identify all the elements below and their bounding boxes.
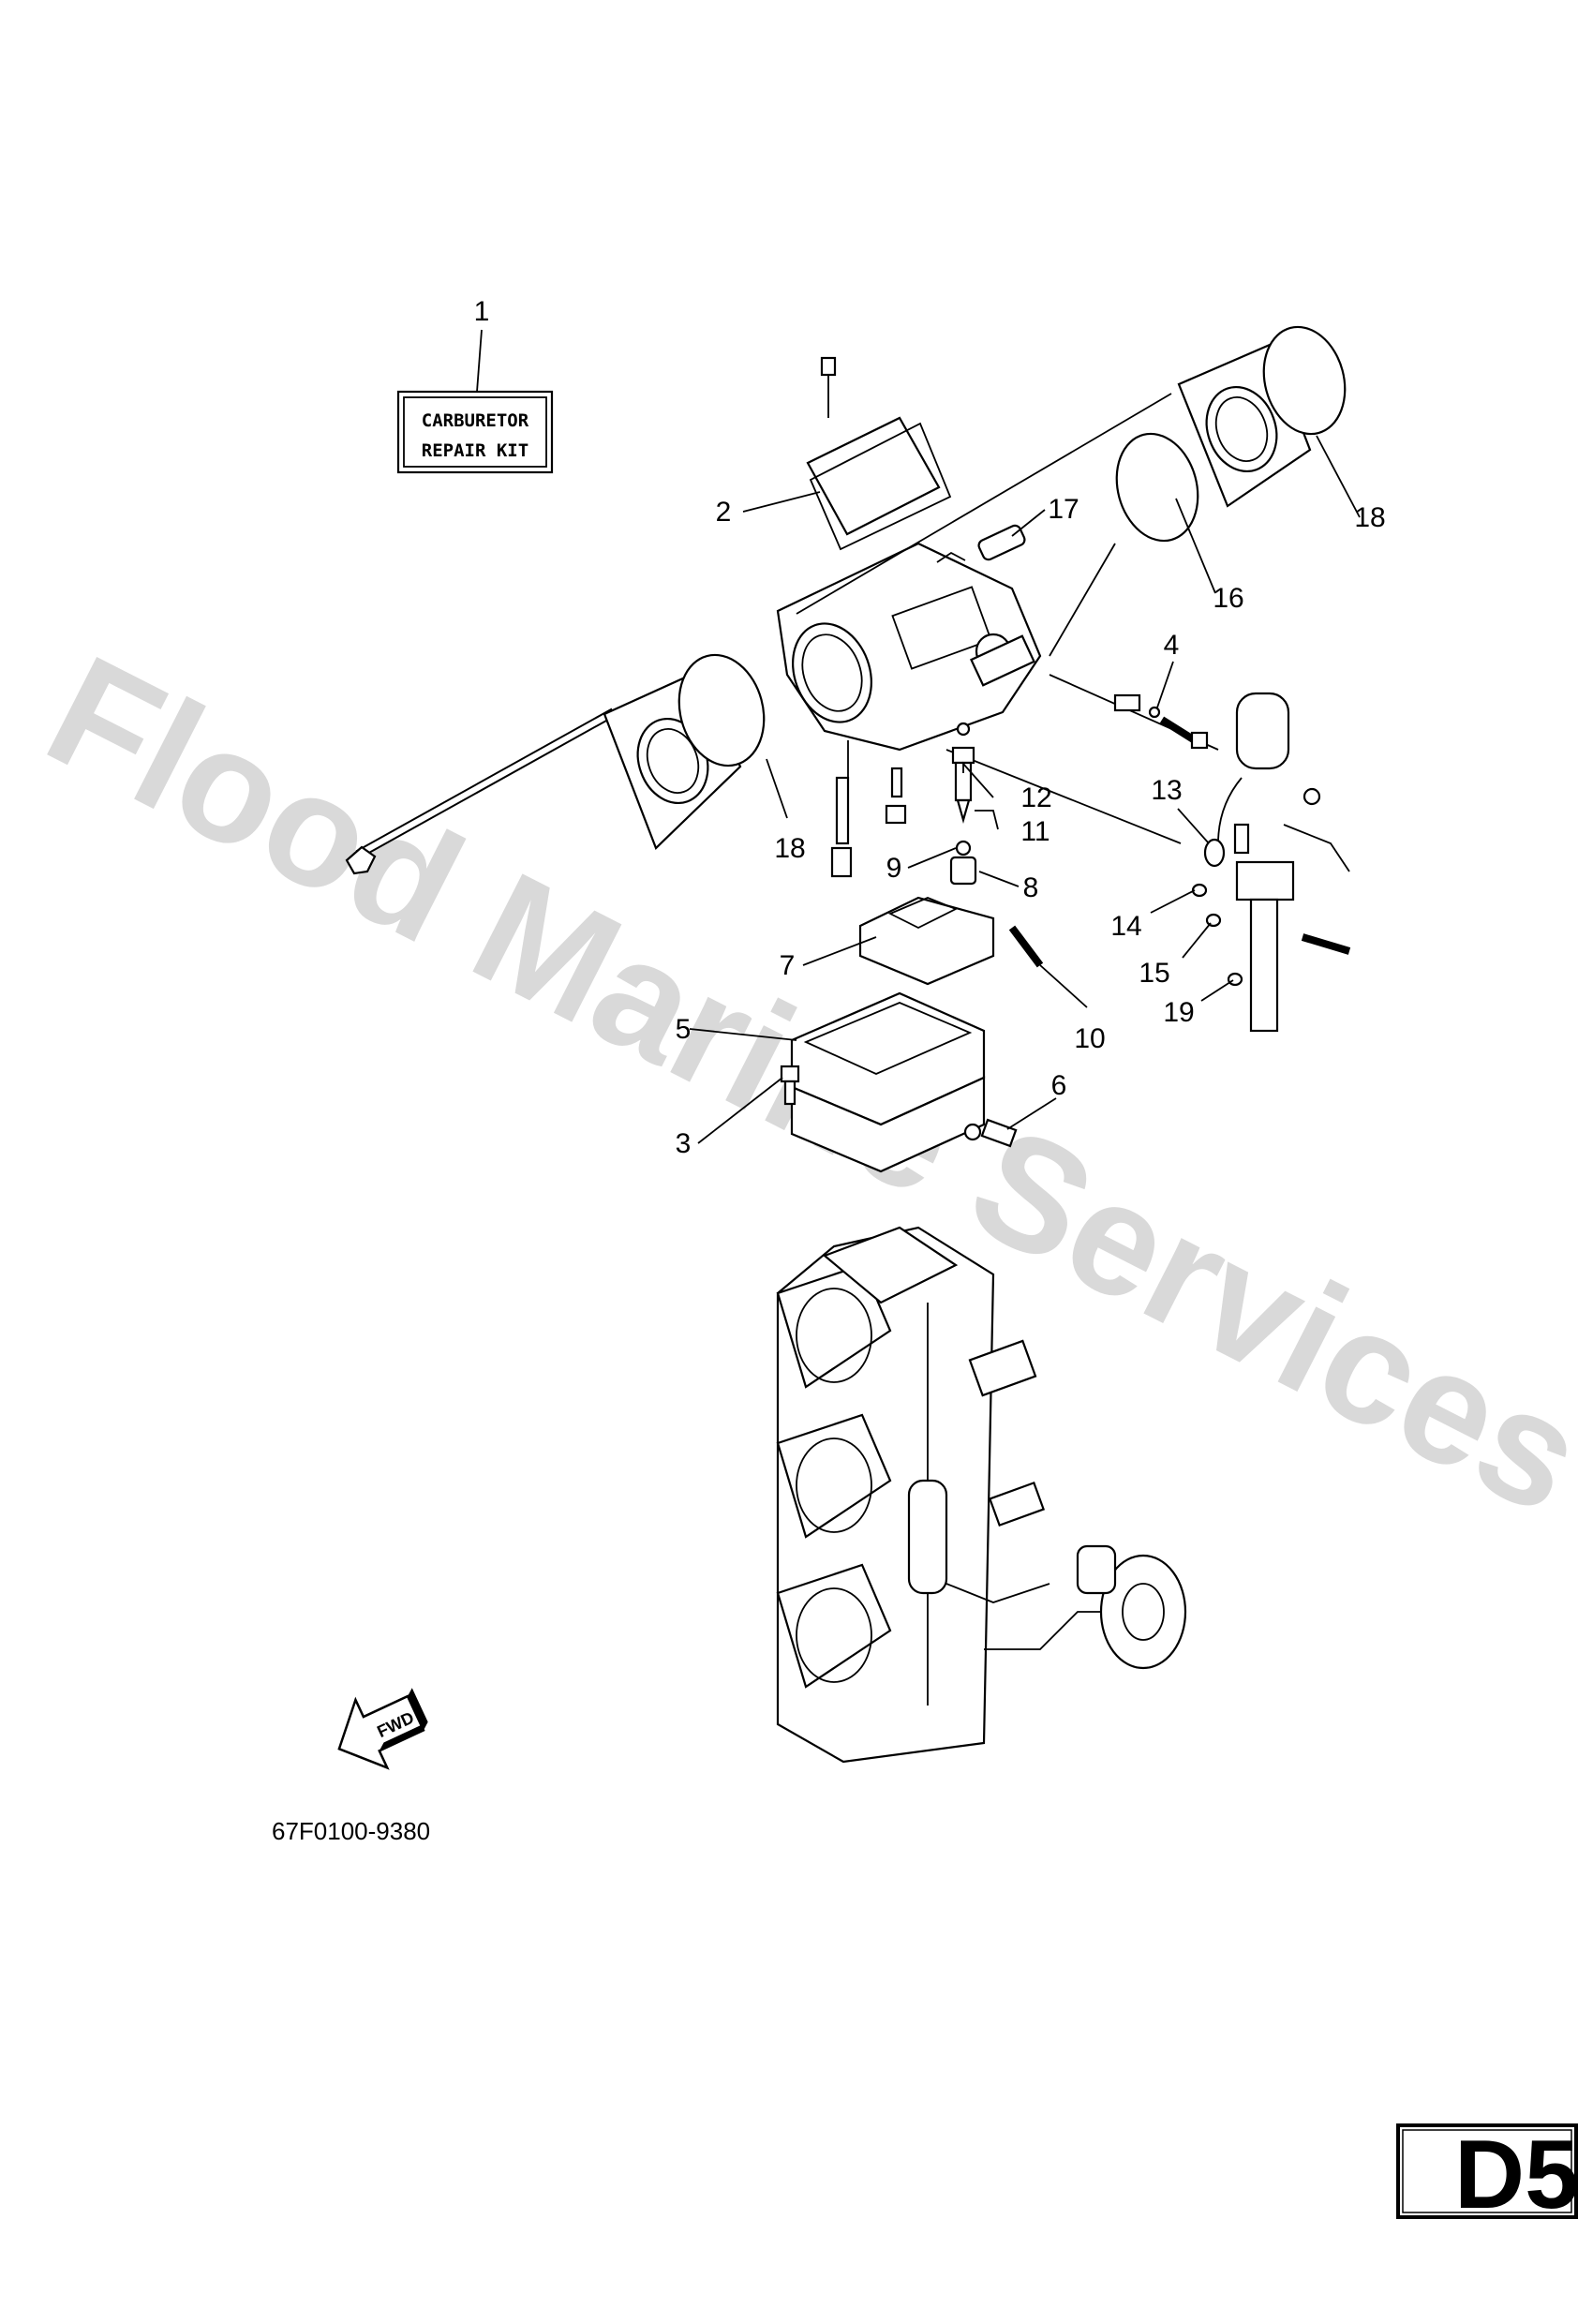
callouts: 1 2 3 4 5 6 7 8 9 10 11 12 13 14 15 16 1…	[474, 296, 1386, 1159]
leader-lines	[689, 435, 1361, 1144]
callout-14: 14	[1110, 911, 1141, 942]
fwd-arrow-icon: FWD	[337, 1688, 428, 1770]
oring-16	[1115, 432, 1199, 543]
callout-17: 17	[1048, 494, 1079, 525]
throttle-sensor-assembly	[1191, 692, 1351, 1033]
oring-18-right	[1262, 325, 1347, 436]
exploded-carburetor-assembly	[345, 325, 1351, 1173]
assembled-carburetor-stack	[776, 1226, 1187, 1764]
drain-screw	[963, 1118, 1018, 1148]
callout-16: 16	[1213, 583, 1243, 614]
carburetor-repair-kit-label: CARBURETOR REPAIR KIT	[396, 390, 554, 474]
callout-9: 9	[886, 853, 902, 884]
document-number: 67F0100-9380	[272, 1817, 430, 1845]
callout-4: 4	[1164, 630, 1180, 661]
callout-18-left: 18	[774, 833, 805, 864]
callout-1: 1	[474, 296, 490, 327]
float	[858, 896, 995, 986]
carburetor-body	[776, 542, 1042, 752]
bowl-screw	[780, 1065, 800, 1106]
left-oring	[677, 653, 766, 767]
needle-seat	[949, 856, 977, 886]
callout-11: 11	[1020, 816, 1050, 847]
callout-5: 5	[676, 1014, 692, 1045]
callout-12: 12	[1020, 782, 1051, 813]
top-cover	[806, 356, 952, 551]
callout-6: 6	[1051, 1070, 1067, 1101]
pilot-screw	[936, 524, 1026, 563]
callout-10: 10	[1074, 1023, 1105, 1054]
callout-7: 7	[780, 950, 796, 981]
page-code-box: D5	[1396, 2121, 1578, 2229]
page-code: D5	[1454, 2121, 1578, 2229]
float-pin	[1008, 925, 1044, 968]
callout-3: 3	[676, 1128, 692, 1159]
kit-label-line1: CARBURETOR	[422, 410, 529, 431]
kit-label-line2: REPAIR KIT	[422, 440, 528, 461]
callout-15: 15	[1139, 958, 1169, 989]
needle-clip	[955, 840, 972, 857]
callout-19: 19	[1163, 997, 1194, 1028]
callout-2: 2	[716, 497, 732, 528]
callout-13: 13	[1151, 775, 1182, 806]
callout-8: 8	[1023, 872, 1039, 903]
callout-18-right: 18	[1354, 502, 1385, 533]
main-jets	[830, 740, 907, 878]
idle-screw	[1113, 693, 1209, 750]
long-bolt	[345, 708, 617, 875]
needle-valve	[951, 722, 975, 825]
